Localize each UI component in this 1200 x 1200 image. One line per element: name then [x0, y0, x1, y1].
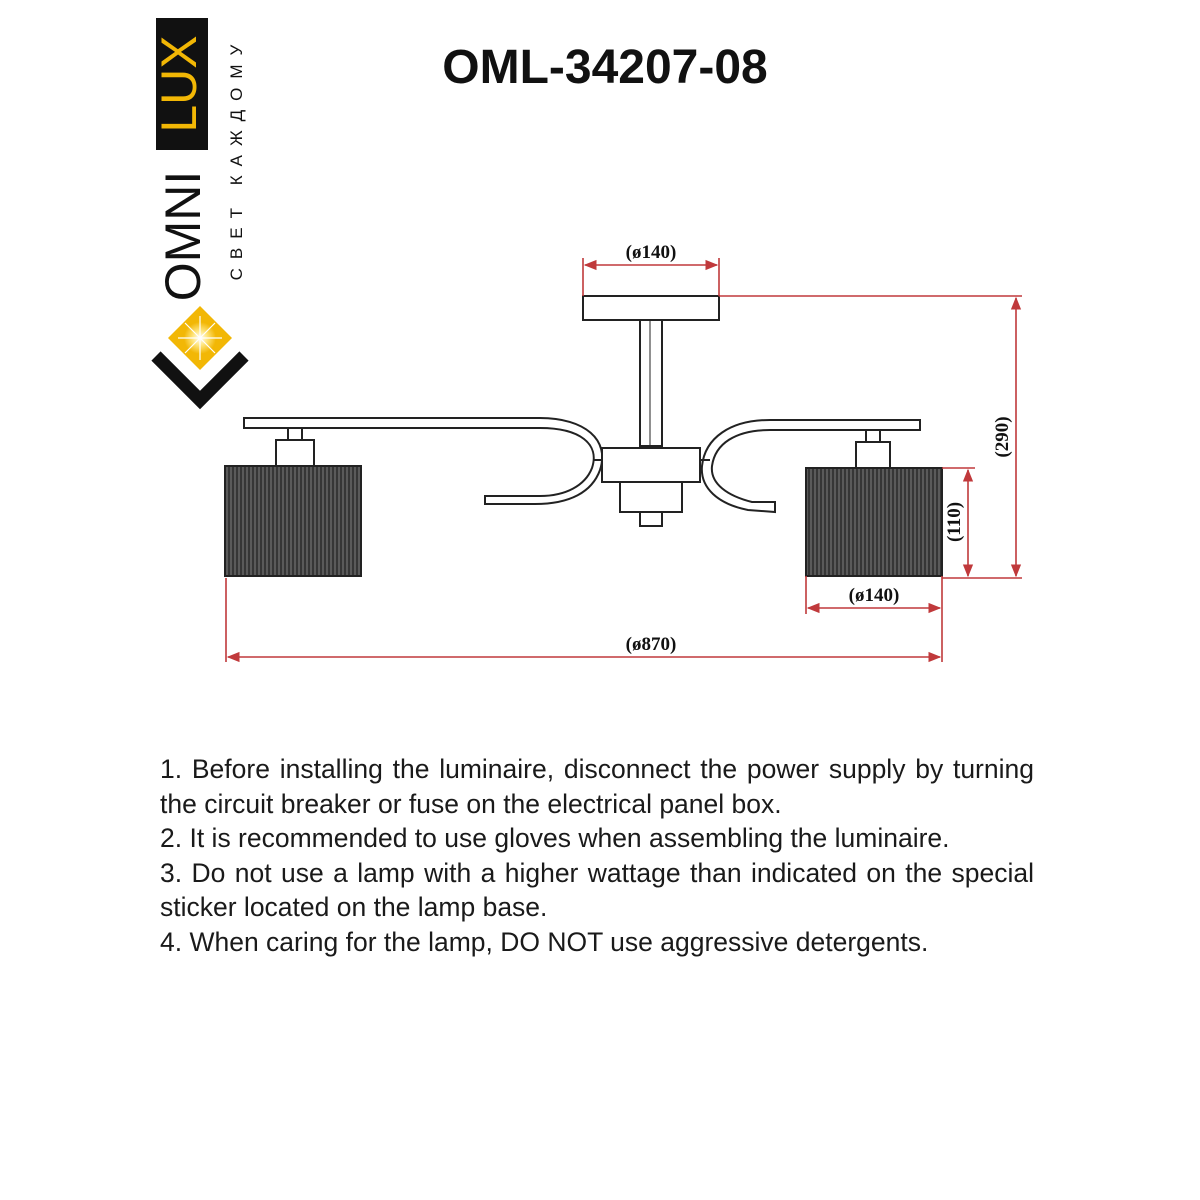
logo-tagline: СВЕТ КАЖДОМУ	[227, 36, 246, 281]
luminaire-drawing: (ø140) (ø140) (ø870) (290) (110)	[224, 242, 1022, 663]
center-body	[601, 447, 701, 483]
note-item: 2. It is recommended to use gloves when …	[160, 823, 950, 853]
logo-lux-text: LUX	[151, 35, 207, 132]
dim-shade-height-label: (110)	[944, 502, 965, 542]
dim-overall-label: (ø870)	[626, 634, 677, 655]
note-item: 1. Before installing the luminaire, disc…	[160, 754, 1034, 819]
right-holder	[865, 429, 881, 443]
note-item: 4. When caring for the lamp, DO NOT use …	[160, 926, 929, 957]
left-holder	[287, 427, 303, 441]
model-title: OML-34207-08	[442, 41, 768, 94]
sun-diamond-icon	[151, 306, 249, 410]
omnilux-logo: LUX OMNI СВЕТ КАЖДОМУ	[151, 18, 249, 410]
left-arm	[243, 417, 604, 505]
logo-omni-text: OMNI	[155, 171, 211, 302]
dim-canopy-label: (ø140)	[626, 242, 677, 263]
lux-box	[156, 18, 208, 150]
dim-height-label: (290)	[992, 416, 1013, 457]
right-shade	[805, 467, 943, 577]
right-arm	[700, 419, 921, 514]
note-item: 3. Do not use a lamp with a higher watta…	[160, 857, 1034, 923]
safety-notes: 1. Before installing the luminaire, disc…	[160, 752, 1034, 959]
dim-shade-diameter-label: (ø140)	[849, 585, 900, 606]
center-stem	[639, 319, 663, 447]
ceiling-canopy	[582, 295, 720, 321]
center-finial	[639, 511, 663, 527]
center-socket	[619, 481, 683, 513]
left-shade	[224, 465, 362, 577]
